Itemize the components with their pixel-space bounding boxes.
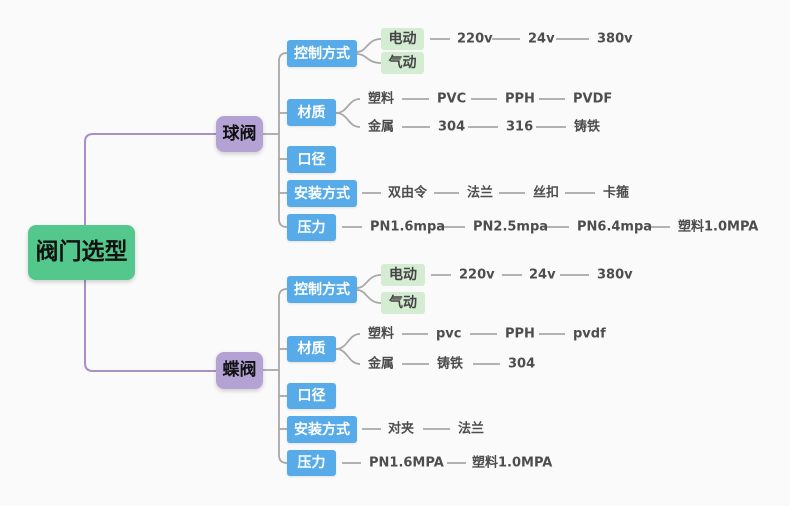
node-ball-install-method[interactable]: 安装方式 (287, 180, 357, 207)
node-ball-pneumatic[interactable]: 气动 (381, 52, 424, 74)
branch-node-butterfly-valve[interactable]: 蝶阀 (216, 352, 263, 389)
node-bfly-pn16[interactable]: PN1.6MPA (369, 455, 444, 471)
node-ball-threaded[interactable]: 丝扣 (533, 185, 560, 201)
node-ball-pressure[interactable]: 压力 (287, 214, 336, 241)
node-bfly-voltage-24v[interactable]: 24v (529, 267, 556, 283)
node-ball-316[interactable]: 316 (506, 119, 534, 135)
node-ball-voltage-24v[interactable]: 24v (528, 31, 555, 47)
node-bfly-flange[interactable]: 法兰 (458, 421, 485, 437)
node-bfly-pvdf[interactable]: pvdf (573, 326, 606, 342)
node-ball-pvc[interactable]: PVC (437, 91, 467, 107)
node-bfly-pph[interactable]: PPH (505, 326, 535, 342)
node-ball-plastic[interactable]: 塑料 (368, 91, 395, 107)
node-ball-voltage-220v[interactable]: 220v (457, 31, 493, 47)
node-bfly-cast-iron[interactable]: 铸铁 (437, 356, 464, 372)
node-bfly-electric[interactable]: 电动 (381, 264, 425, 286)
node-ball-voltage-380v[interactable]: 380v (597, 31, 633, 47)
node-bfly-pressure[interactable]: 压力 (287, 450, 336, 476)
node-bfly-diameter[interactable]: 口径 (287, 383, 336, 409)
node-ball-pn25[interactable]: PN2.5mpa (473, 219, 549, 235)
node-bfly-voltage-220v[interactable]: 220v (459, 267, 495, 283)
node-ball-electric[interactable]: 电动 (381, 28, 424, 50)
node-ball-metal[interactable]: 金属 (368, 119, 395, 135)
node-ball-flange[interactable]: 法兰 (467, 185, 494, 201)
node-ball-pph[interactable]: PPH (505, 91, 535, 107)
node-ball-plastic-10mpa[interactable]: 塑料1.0MPA (678, 219, 759, 235)
branch-node-ball-valve[interactable]: 球阀 (216, 116, 263, 152)
node-ball-pvdf[interactable]: PVDF (573, 91, 613, 107)
node-bfly-plastic-10mpa[interactable]: 塑料1.0MPA (472, 455, 553, 471)
node-ball-double-union[interactable]: 双由令 (388, 185, 428, 201)
node-bfly-plastic[interactable]: 塑料 (368, 326, 395, 342)
node-bfly-metal[interactable]: 金属 (368, 356, 395, 372)
node-bfly-304[interactable]: 304 (508, 356, 536, 372)
node-bfly-material[interactable]: 材质 (287, 336, 336, 362)
node-bfly-install-method[interactable]: 安装方式 (287, 416, 357, 443)
node-ball-cast-iron[interactable]: 铸铁 (574, 119, 601, 135)
root-node-valve-selection[interactable]: 阀门选型 (28, 225, 135, 280)
node-ball-pn16[interactable]: PN1.6mpa (370, 219, 446, 235)
node-ball-clamp[interactable]: 卡箍 (603, 185, 630, 201)
node-bfly-pvc[interactable]: pvc (436, 326, 462, 342)
node-bfly-pneumatic[interactable]: 气动 (381, 292, 425, 314)
node-bfly-voltage-380v[interactable]: 380v (597, 267, 633, 283)
node-bfly-wafer[interactable]: 对夹 (388, 421, 415, 437)
node-ball-diameter[interactable]: 口径 (287, 146, 336, 173)
node-ball-material[interactable]: 材质 (287, 99, 336, 126)
node-ball-304[interactable]: 304 (438, 119, 466, 135)
node-ball-pn64[interactable]: PN6.4mpa (577, 219, 653, 235)
node-ball-control-method[interactable]: 控制方式 (287, 40, 357, 67)
node-bfly-control-method[interactable]: 控制方式 (287, 276, 357, 303)
